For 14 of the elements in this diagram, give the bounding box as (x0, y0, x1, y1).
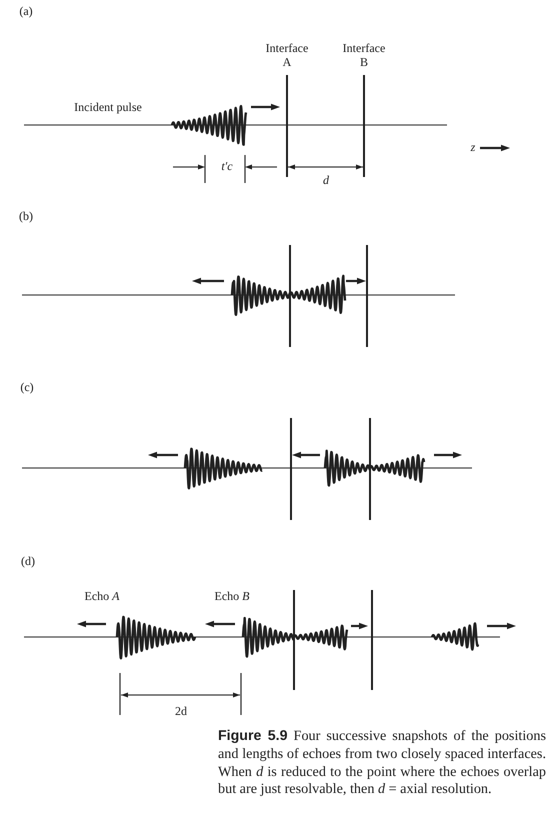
interface-label: Interface B (342, 42, 386, 70)
dimension-label: t′c (221, 160, 233, 174)
dimension-label: 2d (175, 705, 187, 719)
axis-label: z (470, 141, 476, 155)
echo-label: Echo A (84, 590, 120, 604)
panel-label: (a) (19, 5, 33, 19)
echo-label: Echo B (214, 590, 250, 604)
panel-label: (d) (21, 555, 35, 569)
dimension-label: d (323, 174, 329, 188)
interface-label: Interface A (264, 42, 310, 70)
panel-label: (b) (19, 210, 33, 224)
pulse-label: Incident pulse (74, 101, 142, 115)
panel-label: (c) (20, 381, 34, 395)
figure-caption: Figure 5.9 Four successive snapshots of the positions and lengths of echoes from two closely spaced interfaces. When d is reduced to the point where the echoes overlap but are just resolvable, then d = axial resolution. (218, 728, 546, 799)
